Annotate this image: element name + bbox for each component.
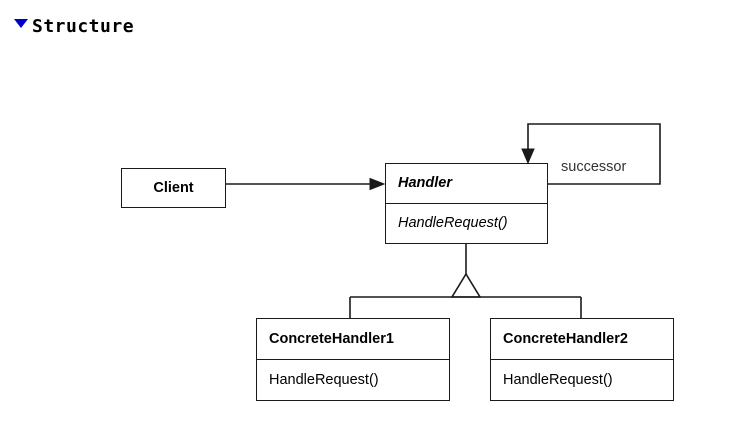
edge-generalization bbox=[349, 244, 582, 318]
class-operation-concretehandler1-handlerequest: HandleRequest() bbox=[269, 371, 379, 388]
edge-client-to-handler bbox=[226, 177, 386, 191]
class-name-client: Client bbox=[153, 180, 194, 196]
class-name-handler: Handler bbox=[386, 164, 547, 204]
class-operation-concretehandler2-handlerequest: HandleRequest() bbox=[503, 371, 613, 388]
triangle-down-icon[interactable] bbox=[14, 19, 28, 28]
edge-handler-successor bbox=[521, 123, 661, 185]
edge-label-successor: successor bbox=[561, 159, 627, 175]
class-name-concretehandler1: ConcreteHandler1 bbox=[257, 319, 449, 360]
uml-class-client[interactable]: Client bbox=[121, 168, 226, 208]
class-operation-handler-handlerequest: HandleRequest() bbox=[398, 215, 508, 232]
uml-class-handler[interactable]: Handler HandleRequest() bbox=[385, 163, 548, 244]
page-title: Structure bbox=[32, 16, 135, 37]
class-name-concretehandler2: ConcreteHandler2 bbox=[491, 319, 673, 360]
uml-class-concretehandler1[interactable]: ConcreteHandler1 HandleRequest() bbox=[256, 318, 450, 401]
uml-class-concretehandler2[interactable]: ConcreteHandler2 HandleRequest() bbox=[490, 318, 674, 401]
section-header[interactable]: Structure bbox=[14, 16, 134, 37]
